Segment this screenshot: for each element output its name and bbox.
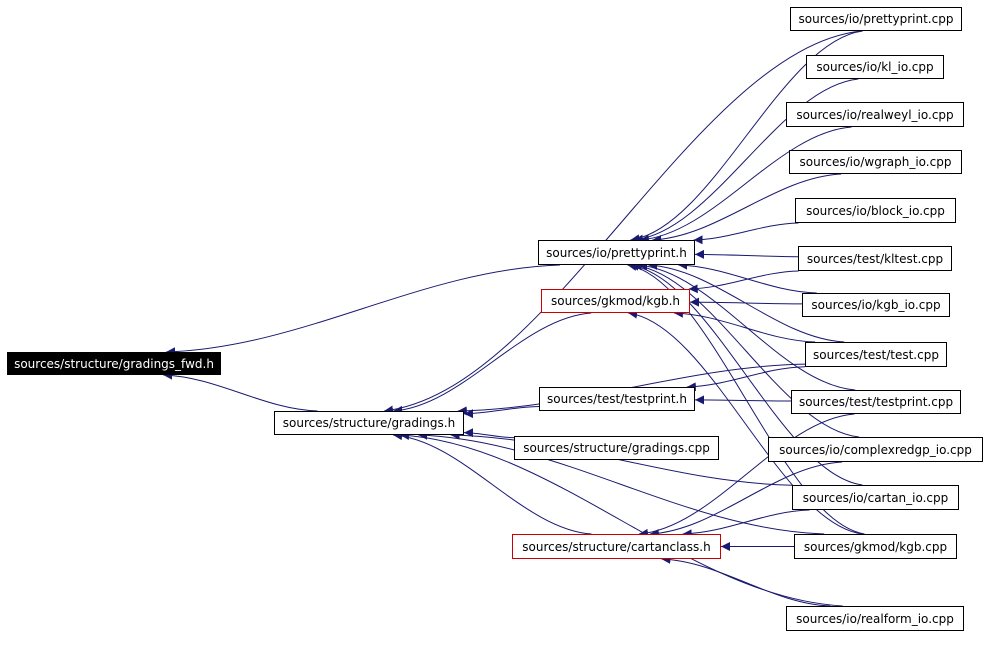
edge-kgb_cpp-to-gradings_h <box>418 430 825 535</box>
edge-wgraph_io_cpp-to-prettyprint_h <box>652 173 842 245</box>
edge-testprint_cpp-to-cartanclass_h <box>638 413 855 538</box>
edge-kgb_cpp-to-kgb_h <box>628 309 863 535</box>
edge-prettyprint_cpp-to-prettyprint_h <box>630 30 863 244</box>
edge-block_io_cpp-to-prettyprint_h <box>693 222 799 245</box>
edge-prettyprint_cpp-to-gradings_h <box>384 30 861 415</box>
edge-kltest_cpp-to-prettyprint_h <box>694 249 799 259</box>
node-testprint-h[interactable]: sources/test/testprint.h <box>539 387 695 411</box>
edge-gradings_cpp-to-gradings_h <box>463 428 515 439</box>
node-wgraph-io-cpp[interactable]: sources/io/wgraph_io.cpp <box>789 150 962 174</box>
edge-cartan_io_cpp-to-cartanclass_h <box>682 509 810 539</box>
node-kgb-h[interactable]: sources/gkmod/kgb.h <box>541 289 690 313</box>
edge-kltest_cpp-to-kgb_h <box>688 270 799 294</box>
node-test-cpp[interactable]: sources/test/test.cpp <box>805 342 947 367</box>
edge-testprint_cpp-to-testprint_h <box>694 395 792 405</box>
edge-complexredgp_io_cpp-to-prettyprint_h <box>632 261 860 438</box>
edge-cartan_io_cpp-to-gradings_h <box>450 430 793 486</box>
node-kgb-io-cpp[interactable]: sources/io/kgb_io.cpp <box>802 293 950 317</box>
node-realform-io-cpp[interactable]: sources/io/realform_io.cpp <box>786 606 964 631</box>
edge-kgb_h-to-gradings_h <box>393 312 592 415</box>
node-gradings-cpp[interactable]: sources/structure/gradings.cpp <box>514 436 719 460</box>
node-prettyprint-cpp[interactable]: sources/io/prettyprint.cpp <box>790 7 962 31</box>
node-complexredgp-io-cpp[interactable]: sources/io/complexredgp_io.cpp <box>768 437 983 462</box>
node-gradings-fwd-h[interactable]: sources/structure/gradings_fwd.h <box>7 352 221 375</box>
edge-cartanclass_h-to-gradings_h <box>393 431 592 535</box>
node-gradings-h[interactable]: sources/structure/gradings.h <box>274 411 464 435</box>
node-kltest-cpp[interactable]: sources/test/kltest.cpp <box>798 246 952 271</box>
edge-test_cpp-to-testprint_h <box>686 366 806 392</box>
node-cartanclass-h[interactable]: sources/structure/cartanclass.h <box>512 534 721 559</box>
edge-testprint_cpp-to-prettyprint_h <box>638 261 856 391</box>
edge-realform_io_cpp-to-gradings_h <box>400 431 843 607</box>
node-testprint-cpp[interactable]: sources/test/testprint.cpp <box>791 390 961 414</box>
edge-prettyprint_h-to-gradings_fwd_h <box>166 264 560 357</box>
edge-realweyl_io_cpp-to-prettyprint_h <box>639 126 852 244</box>
node-block-io-cpp[interactable]: sources/io/block_io.cpp <box>795 198 956 223</box>
node-prettyprint-h[interactable]: sources/io/prettyprint.h <box>538 240 695 265</box>
edge-cartan_io_cpp-to-prettyprint_h <box>629 261 863 486</box>
edge-kgb_io_cpp-to-kgb_h <box>689 297 803 307</box>
node-kl-io-cpp[interactable]: sources/io/kl_io.cpp <box>806 55 944 79</box>
node-kgb-cpp[interactable]: sources/gkmod/kgb.cpp <box>794 534 957 559</box>
edge-kl_io_cpp-to-prettyprint_h <box>633 78 859 244</box>
edge-realform_io_cpp-to-cartanclass_h <box>661 554 831 607</box>
node-realweyl-io-cpp[interactable]: sources/io/realweyl_io.cpp <box>786 102 964 127</box>
edge-complexredgp_io_cpp-to-cartanclass_h <box>649 461 843 539</box>
edge-kgb_cpp-to-prettyprint_h <box>627 262 865 535</box>
edge-testprint_h-to-gradings_h <box>463 406 540 419</box>
edge-gradings_h-to-gradings_fwd_h <box>163 370 318 412</box>
edge-test_cpp-to-kgb_h <box>673 308 816 343</box>
node-cartan-io-cpp[interactable]: sources/io/cartan_io.cpp <box>792 485 959 510</box>
